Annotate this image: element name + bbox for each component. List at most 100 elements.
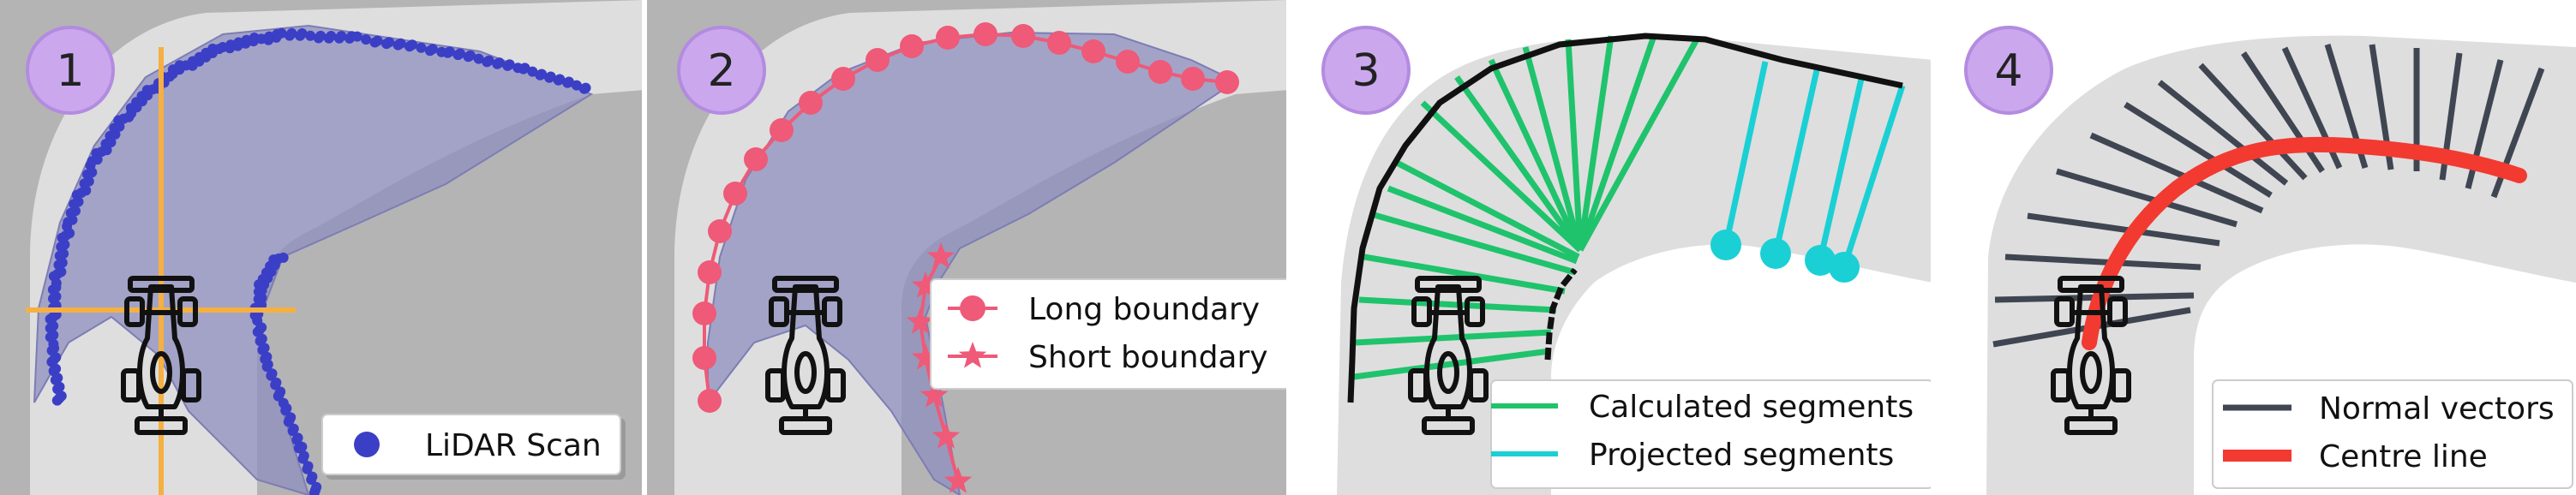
car-icon — [1408, 276, 1489, 435]
calculated-segment — [1488, 58, 1584, 252]
normal-vector — [2089, 132, 2264, 214]
short-boundary-point — [926, 242, 956, 269]
projected-segment — [1841, 84, 1906, 269]
long-boundary-point — [866, 48, 890, 72]
short-boundary-point — [944, 467, 973, 493]
long-boundary-point — [723, 182, 747, 206]
lidar-legend-marker — [354, 432, 380, 457]
lidar-point — [407, 39, 418, 51]
long-boundary-point — [1215, 70, 1239, 94]
car-icon — [121, 276, 201, 435]
inner-boundary — [1544, 267, 1578, 361]
car-icon — [765, 276, 846, 435]
long-boundary-point — [1181, 67, 1205, 91]
calculated-segment — [1577, 38, 1700, 252]
long-boundary-point — [1047, 31, 1071, 55]
projected-segment — [1722, 61, 1769, 246]
centre-line — [2082, 136, 2527, 350]
calculated-segment — [1353, 348, 1550, 380]
lidar-point — [473, 53, 484, 64]
step-badge: 4 — [1964, 26, 2053, 115]
car-icon — [2051, 276, 2131, 435]
long-boundary-point — [692, 346, 716, 370]
short-boundary — [906, 242, 973, 493]
panel-2: 2 Long boundary Short boundary — [644, 0, 1289, 495]
calculated-segment — [1454, 75, 1583, 253]
step-number: 1 — [56, 45, 84, 97]
step-badge: 1 — [26, 26, 115, 115]
lidar-scan-points — [45, 27, 591, 495]
calculated-segment — [1363, 253, 1566, 295]
projected-endpoint — [1760, 238, 1791, 269]
long-boundary-point — [744, 147, 768, 171]
lidar-point — [307, 471, 318, 482]
projected-endpoint — [1805, 245, 1836, 276]
panel-3: 3 Calculated segments Projected segments — [1289, 0, 1933, 495]
legend-label: Calculated segments — [1589, 390, 1914, 425]
lidar-point — [372, 35, 383, 46]
legend-entry: Long boundary — [948, 292, 1260, 327]
step-number: 2 — [707, 45, 735, 97]
track-boundary — [1347, 33, 1903, 403]
legend-entry: Calculated segments — [1491, 390, 1914, 425]
calculated-segment — [1395, 159, 1580, 260]
long-boundary-point — [973, 22, 997, 46]
lidar-point — [315, 30, 326, 41]
projected-endpoint — [1710, 230, 1741, 260]
lidar-point — [454, 48, 465, 59]
lidar-point — [444, 46, 455, 57]
legend-entry: Centre line — [2223, 439, 2488, 474]
legend-label: Normal vectors — [2319, 391, 2555, 426]
normal-vector — [2004, 253, 2202, 271]
lidar-point — [278, 252, 289, 263]
lidar-point — [563, 76, 574, 87]
lidar-point — [483, 55, 494, 66]
lidar-point — [494, 57, 505, 69]
lidar-point — [286, 27, 297, 39]
long-boundary-point — [1081, 39, 1105, 63]
step-number: 4 — [1994, 45, 2022, 97]
projected-endpoint — [1829, 252, 1860, 283]
long-boundary — [692, 22, 1239, 413]
calculated-segment — [1577, 34, 1657, 252]
projected-segment — [1817, 78, 1865, 261]
legend — [930, 278, 1289, 390]
lidar-point — [580, 82, 591, 93]
legend-entry: Projected segments — [1491, 438, 1894, 473]
legend-entry: LiDAR Scan — [354, 428, 602, 463]
lidar-point — [303, 461, 314, 472]
long-boundary-point — [1148, 60, 1172, 84]
normal-vector — [2124, 102, 2273, 198]
lidar-point — [305, 30, 316, 41]
legend-label: Long boundary — [1028, 292, 1260, 327]
long-boundary-point — [831, 67, 855, 91]
lidar-point — [571, 80, 582, 91]
lidar-point — [384, 37, 395, 48]
long-boundary-point — [698, 389, 722, 413]
lidar-point — [298, 450, 309, 462]
lidar-point — [427, 44, 438, 55]
legend-label: Short boundary — [1028, 340, 1268, 375]
short-boundary-point — [920, 381, 949, 408]
short-boundary-point — [932, 422, 961, 449]
lidar-point — [311, 481, 322, 492]
step-badge: 3 — [1321, 26, 1411, 115]
calculated-segment — [1355, 329, 1552, 346]
lidar-point — [336, 31, 347, 42]
lidar-point — [326, 31, 337, 41]
panel-4: 4 Normal vectors Centre line — [1933, 0, 2576, 495]
calculated-segment — [1370, 211, 1576, 276]
lidar-point — [464, 50, 476, 61]
panel-1: 1 LiDAR Scan — [0, 0, 644, 495]
normal-vector — [2056, 168, 2238, 228]
long-boundary-point — [1116, 50, 1140, 74]
long-boundary-point — [936, 26, 960, 50]
legend — [321, 414, 621, 475]
legend — [1490, 379, 1933, 489]
lidar-point — [351, 31, 362, 42]
lidar-point — [554, 74, 566, 85]
calculated-segment — [1565, 39, 1584, 251]
long-boundary-point — [799, 91, 823, 115]
calculated-segment — [1577, 35, 1614, 251]
